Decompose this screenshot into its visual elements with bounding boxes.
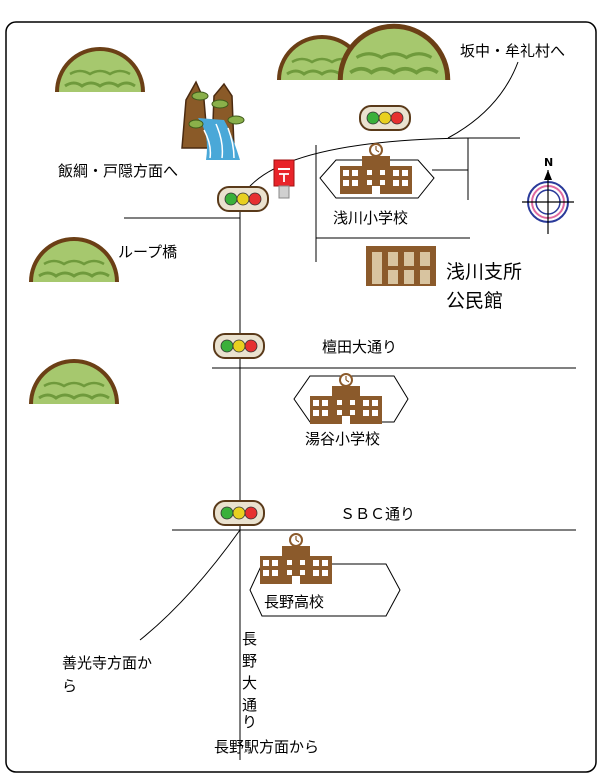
asakawa-elementary-label: 浅川小学校 bbox=[333, 209, 408, 227]
nagano-odori-label: 長 野 大 通 り bbox=[242, 630, 257, 731]
yudani-elementary-marker bbox=[293, 373, 409, 425]
svg-text:通: 通 bbox=[242, 696, 257, 714]
sbc-dori-label: ＳＢＣ通り bbox=[340, 505, 415, 523]
traffic-signal-icon bbox=[217, 186, 269, 212]
svg-text:大: 大 bbox=[242, 674, 257, 692]
traffic-signal-icon bbox=[213, 500, 265, 526]
destination-zenkoji-line1: 善光寺方面か bbox=[62, 654, 152, 672]
asakawa-elementary-marker bbox=[319, 143, 435, 199]
branch-office-icon bbox=[366, 246, 436, 286]
svg-text:野: 野 bbox=[242, 652, 257, 670]
destination-nagano-station: 長野駅方面から bbox=[214, 738, 319, 756]
nagano-high-label: 長野高校 bbox=[264, 593, 324, 611]
community-hall-label: 公民館 bbox=[446, 290, 503, 312]
branch-office-label: 浅川支所 bbox=[446, 261, 522, 283]
nagano-high-marker bbox=[249, 533, 401, 617]
destination-sakanaka: 坂中・牟礼村へ bbox=[460, 42, 565, 60]
svg-text:り: り bbox=[242, 713, 257, 731]
loop-bridge-label: ループ橋 bbox=[118, 243, 177, 261]
roads bbox=[124, 61, 576, 760]
danda-odori-label: 檀田大通り bbox=[322, 338, 397, 356]
svg-text:長: 長 bbox=[242, 630, 257, 648]
post-box-icon bbox=[273, 159, 295, 199]
destination-iizuna-togakushi: 飯綱・戸隠方面へ bbox=[58, 162, 178, 180]
waterfall-icon bbox=[181, 80, 245, 160]
compass-north-label: N bbox=[544, 156, 553, 169]
traffic-signal-icon bbox=[359, 105, 411, 131]
traffic-signal-icon bbox=[213, 333, 265, 359]
yudani-elementary-label: 湯谷小学校 bbox=[305, 430, 380, 448]
compass-icon bbox=[522, 170, 574, 234]
destination-zenkoji-line2: ら bbox=[62, 677, 77, 695]
